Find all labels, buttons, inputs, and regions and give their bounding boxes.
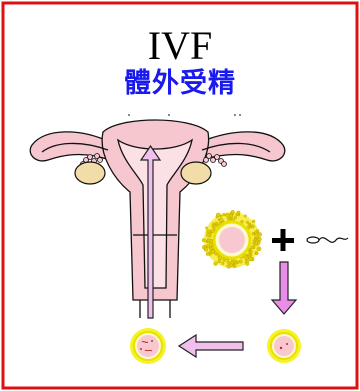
- return-arrow-left: [179, 335, 243, 357]
- granulosa-cell: [229, 214, 232, 217]
- granulosa-cell: [204, 248, 208, 252]
- granulosa-cell: [204, 246, 207, 249]
- granulosa-cell: [211, 250, 215, 254]
- granulosa-cell: [251, 246, 254, 249]
- granulosa-cell: [214, 262, 218, 266]
- granulosa-cell: [230, 264, 233, 267]
- granulosa-cell: [202, 238, 206, 242]
- granulosa-cell: [254, 231, 257, 234]
- granulosa-cell: [236, 213, 239, 216]
- granulosa-cell: [209, 243, 213, 247]
- granulosa-cell: [220, 215, 222, 217]
- granulosa-cell: [207, 239, 210, 242]
- granulosa-cell: [250, 251, 253, 254]
- granulosa-cell: [257, 241, 260, 244]
- granulosa-cell: [222, 262, 225, 265]
- sperm-icon: [307, 237, 348, 243]
- granulosa-cell: [233, 265, 236, 268]
- granulosa-cell: [257, 247, 261, 251]
- granulosa-cell: [252, 220, 255, 223]
- granulosa-cell: [223, 258, 226, 261]
- granulosa-cell: [211, 229, 214, 232]
- plus-icon: [272, 229, 294, 251]
- ovary-right: [181, 162, 211, 184]
- ovary-left: [75, 162, 105, 184]
- granulosa-cell: [246, 221, 249, 224]
- granulosa-cell: [248, 253, 251, 256]
- granulosa-cell: [227, 261, 230, 264]
- granulosa-cell: [206, 233, 210, 237]
- granulosa-cell: [223, 213, 226, 216]
- granulosa-cell: [218, 259, 221, 262]
- granulosa-cell: [234, 216, 237, 219]
- granulosa-cell: [206, 230, 209, 233]
- granulosa-cell: [212, 223, 214, 225]
- egg-icon: [267, 329, 301, 363]
- granulosa-cell: [206, 252, 209, 255]
- granulosa-cell: [227, 217, 229, 219]
- granulosa-cell: [235, 261, 237, 263]
- follicle-icon: [202, 210, 262, 268]
- granulosa-cell: [216, 213, 220, 217]
- embryo-icon: [130, 328, 166, 364]
- granulosa-cell: [231, 210, 234, 213]
- granulosa-cell: [248, 224, 251, 227]
- granulosa-cell: [245, 262, 249, 266]
- fertilization-arrow-down: [272, 262, 296, 314]
- granulosa-cell: [215, 222, 218, 225]
- granulosa-cell: [258, 237, 262, 241]
- granulosa-cell: [255, 252, 258, 255]
- subtitle-marks: [128, 114, 241, 116]
- granulosa-cell: [251, 225, 254, 228]
- granulosa-cell: [258, 232, 262, 236]
- granulosa-cell: [220, 218, 224, 222]
- granulosa-cell: [239, 260, 242, 263]
- granulosa-cell: [244, 215, 247, 218]
- granulosa-cell: [205, 227, 207, 229]
